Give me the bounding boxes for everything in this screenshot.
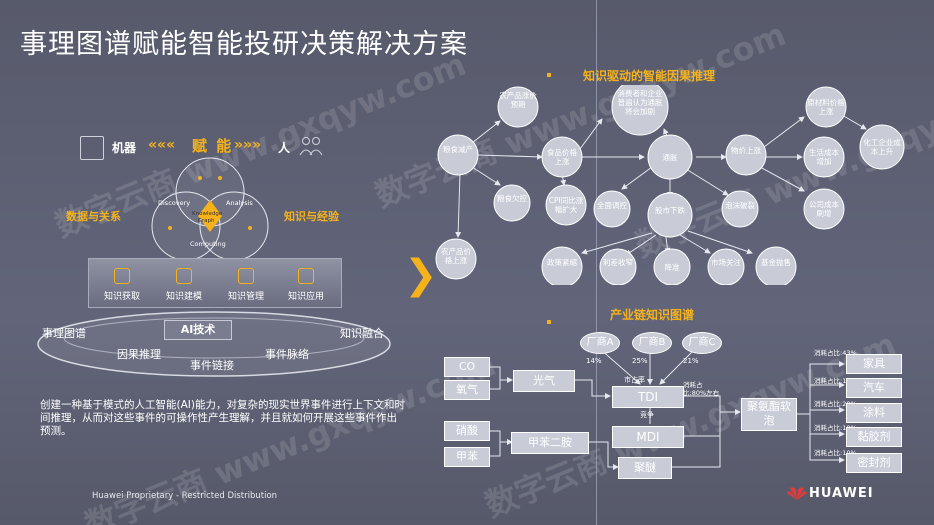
causal-node: CPI同比涨幅扩大 [548,196,584,214]
causal-node: 生活成本增加 [809,148,839,166]
compete-label: 竞争 [640,411,654,419]
ring-platform [37,311,391,377]
app-icon [298,268,314,284]
chevron-left-icon: »»» [234,137,262,153]
tool-model: 知识建模 [158,268,210,302]
causal-node: 农产品价格上涨 [441,247,471,265]
share-label: 14% [586,357,602,365]
arrow-right-icon: ❯ [404,252,438,298]
tool-label: 知识管理 [227,292,264,302]
tool-manage: 知识管理 [220,268,272,302]
ring-item: 知识融合 [340,327,384,340]
input-box: 硝酸 [444,421,490,441]
product-box: TDI [612,386,684,408]
causal-title: 知识驱动的智能因果推理 [583,69,716,83]
causal-node: 泡沫破裂 [725,201,755,210]
mid-box: 光气 [513,370,575,392]
tool-label: 知识应用 [287,292,324,302]
causal-node: 粮食减产 [443,145,473,154]
share-label: 21% [683,357,699,365]
causal-node: 消费者和企业普遍认为通胀将会加剧 [617,89,663,116]
input-box: 氧气 [444,380,490,400]
causal-nodes [435,85,905,285]
causal-node: 政策紧缩 [547,258,577,267]
output-ratio: 消耗占比:10% [814,424,857,432]
output-box: 家具 [846,354,902,374]
factory-node: 厂商A [580,332,620,354]
causal-node: 化工企业成本上升 [863,138,901,156]
machine-label: 机器 [112,141,137,155]
consume-total-label: 消耗占比:80%左右 [683,381,720,397]
chain-title: 产业链知识图谱 [610,308,695,322]
page-title: 事理图谱赋能智能投研决策解决方案 [20,29,468,60]
input-box: 甲苯 [444,447,490,467]
tool-label: 知识建模 [165,292,202,302]
causal-node: 通胀 [662,153,678,162]
causal-node: 基金抛售 [761,258,791,267]
tool-apply: 知识应用 [280,268,332,302]
tool-acquire: 知识获取 [96,268,148,302]
product-box: MDI [612,426,684,448]
causal-node: 利差收窄 [603,258,633,267]
ring-item: 事件脉络 [265,348,309,361]
output-ratio: 消耗占比:20% [814,400,857,408]
factory-node: 厂商C [682,332,722,354]
output-box: 黏胶剂 [846,427,902,447]
causal-node: 食品价格上涨 [547,148,577,166]
huawei-logo-icon [787,487,807,500]
analysis-label: Analysis [226,199,253,207]
knowledge-graph-label: Knowledge Graph [192,211,223,224]
output-box: 涂料 [846,403,902,423]
people-icon [298,135,324,157]
ring-item: 事理图谱 [42,327,86,340]
box-icon [238,268,254,284]
knowledge-experience-label: 知识与经验 [284,210,339,223]
causal-node: 股市下跌 [655,206,685,215]
causal-node: 农产品涨价预期 [499,91,537,109]
market-share-label: 市占率 [624,376,645,384]
causal-node: 原材料价格上涨 [807,98,845,116]
bullet-icon [547,320,551,324]
description-paragraph: 创建一种基于模式的人工智能(AI)能力，对复杂的现实世界事件进行上下文和时间推理… [40,399,405,437]
person-label: 人 [278,141,291,155]
venn-diagram [151,157,269,261]
ring-item: 因果推理 [117,348,161,361]
causal-node: 公司成本刷增 [809,200,839,218]
tool-label: 知识获取 [103,292,140,302]
center-box: 聚氨酯软泡 [741,398,797,431]
server-icon [80,136,104,160]
causal-edges [455,114,867,256]
causal-node: 市场关注 [711,258,741,267]
empower-label: 赋 能 [192,137,234,155]
network-icon [176,268,192,284]
output-box: 汽车 [846,378,902,398]
gear-icon [114,268,130,284]
causal-node: 物价上涨 [731,146,761,155]
computing-label: Computing [190,240,226,248]
bullet-icon [547,73,551,77]
ai-tech-box: AI技术 [164,320,232,340]
causal-node: 降准 [664,263,680,272]
causal-node: 粮食欠控 [497,194,527,203]
causal-node: 全面调控 [597,201,627,210]
data-relation-label: 数据与关系 [66,210,121,223]
output-ratio: 消耗占比:13% [814,377,857,385]
chevron-right-icon: ««« [148,137,176,153]
factory-node: 厂商B [632,332,672,354]
mid-box: 甲苯二胺 [511,432,589,454]
ring-item: 事件链接 [190,359,234,372]
output-box: 密封剂 [846,453,902,473]
discovery-label: Discovery [158,199,191,207]
divider [596,0,597,525]
output-ratio: 消耗占比:43% [814,349,857,357]
share-label: 25% [632,357,648,365]
input-box: CO [444,357,490,377]
footer-text: Huawei Proprietary - Restricted Distribu… [92,491,278,501]
product-box: 聚醚 [618,457,672,479]
brand-name: HUAWEI [809,486,874,501]
chain-edges [478,341,845,470]
output-ratio: 消耗占比:10% [814,449,857,457]
